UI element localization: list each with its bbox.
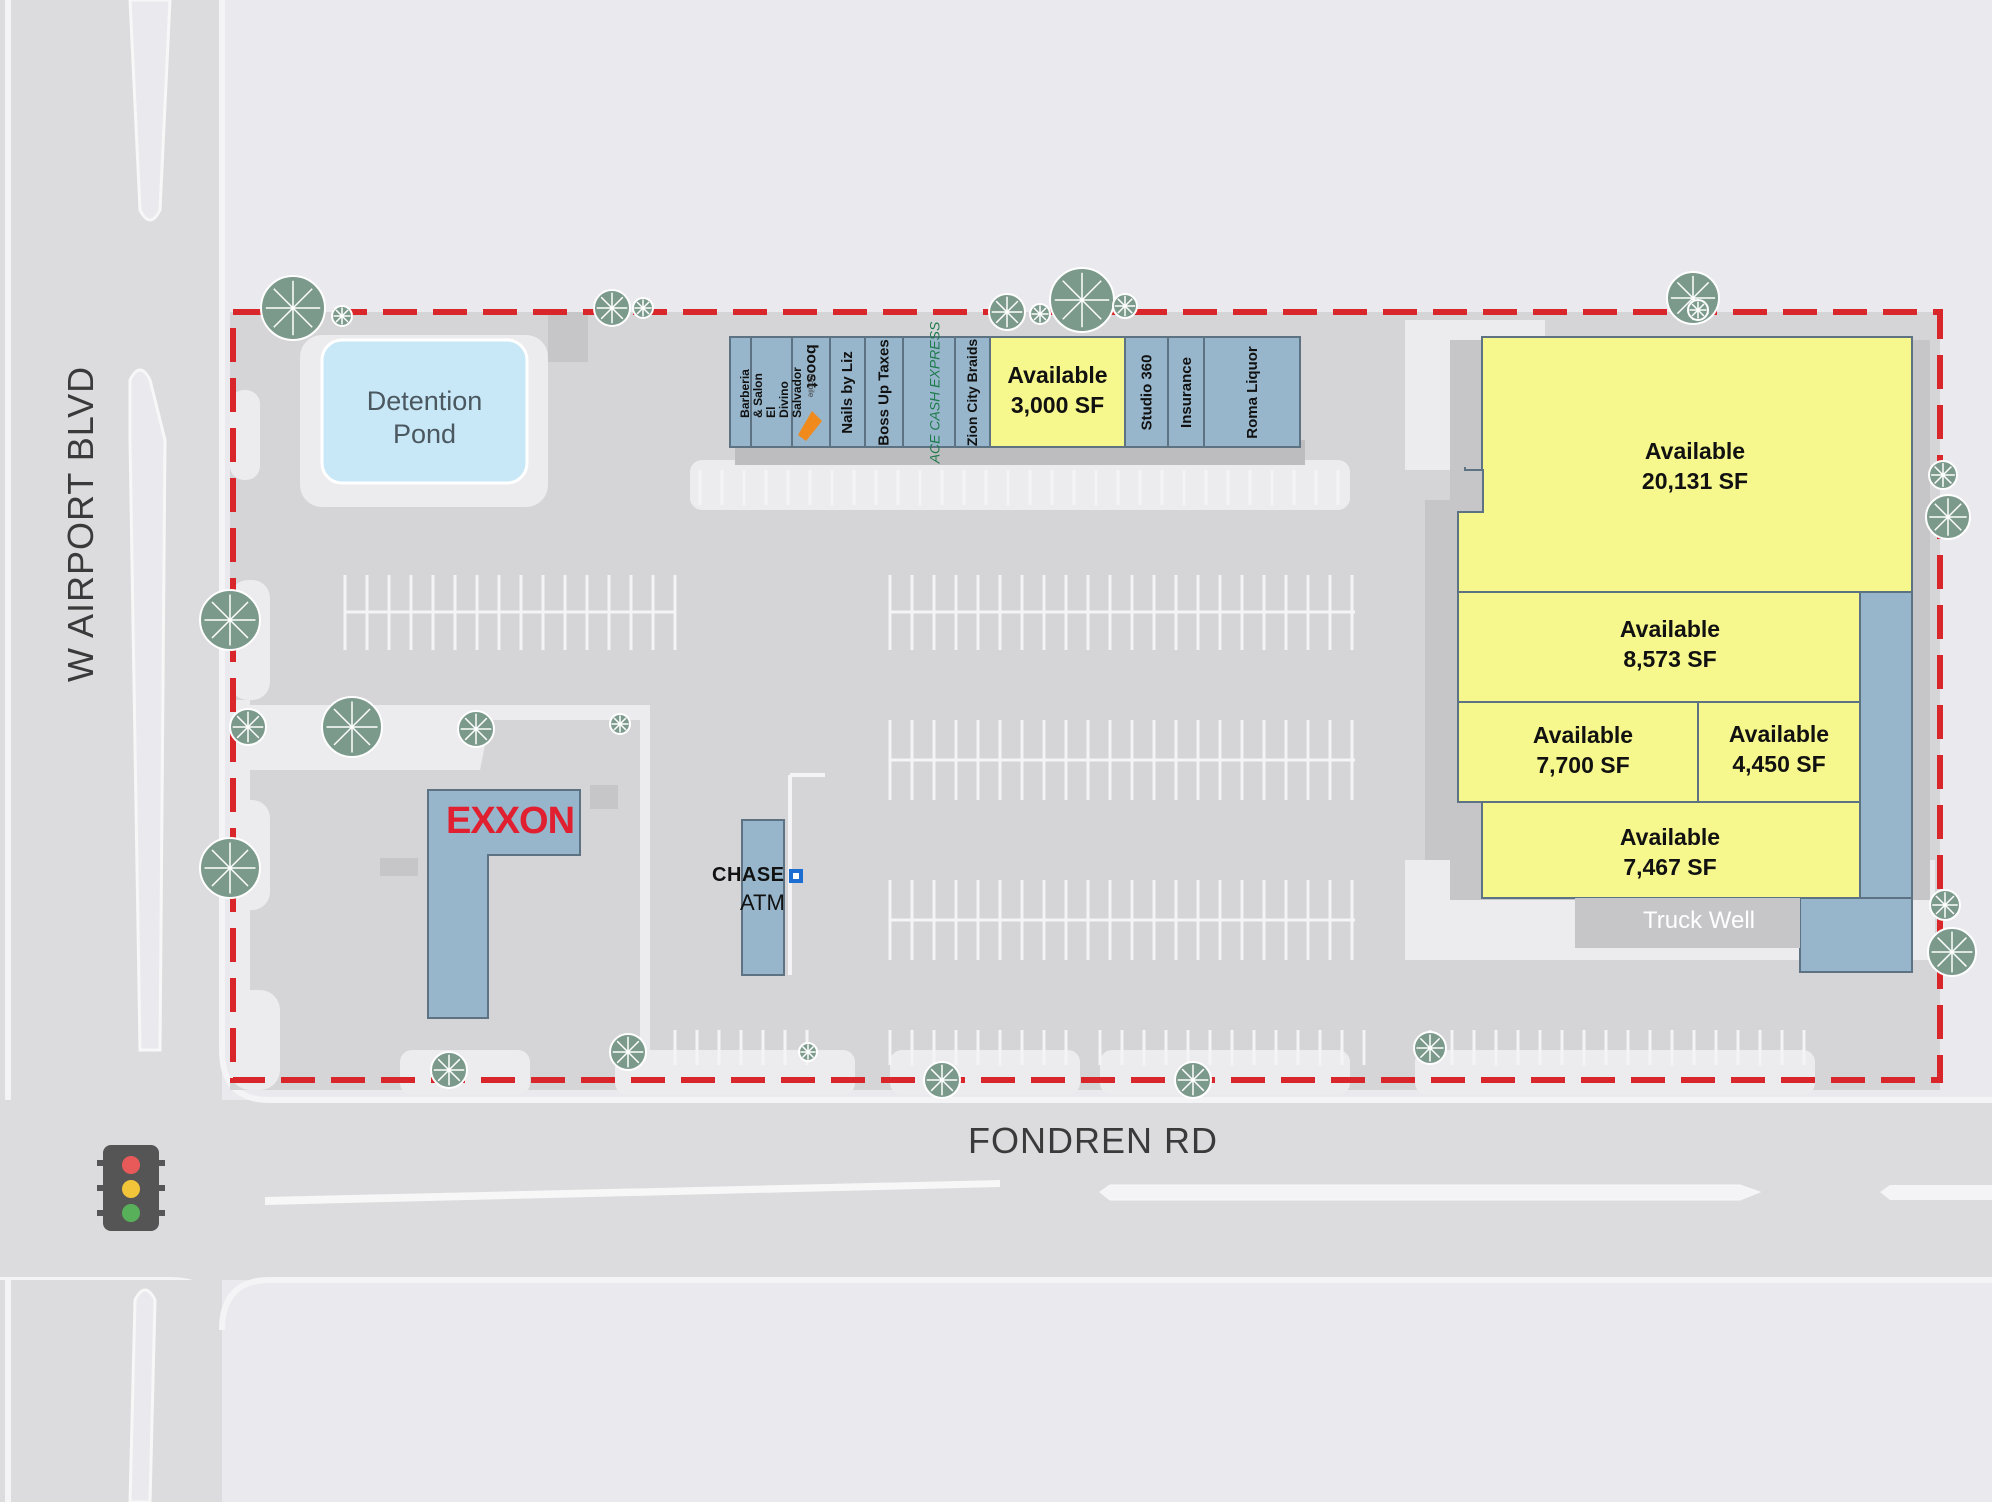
- space-status: Available: [1619, 824, 1721, 850]
- space-status: Available: [1007, 362, 1108, 388]
- tree-icon: [988, 293, 1026, 331]
- tree-icon: [457, 710, 495, 748]
- tenant-label: Boss Up Taxes: [875, 338, 893, 446]
- space-size: 8,573 SF: [1623, 646, 1717, 672]
- space-status: Available: [1619, 616, 1721, 642]
- tree-icon: [609, 713, 631, 735]
- tree-icon: [1929, 889, 1961, 921]
- tenant-label: Roma Liquor: [1243, 345, 1261, 439]
- tenant-nails-by-liz[interactable]: Nails by Liz: [830, 337, 865, 447]
- available-3000-sf[interactable]: [989, 336, 1126, 448]
- tree-icon: [593, 289, 631, 327]
- detention-pond: [320, 338, 529, 485]
- truck-well: [1575, 898, 1800, 948]
- atm-label: ATM: [740, 890, 785, 915]
- tree-icon: [1928, 460, 1958, 490]
- space-status: Available: [1728, 721, 1830, 747]
- chase-label: CHASE: [712, 864, 785, 886]
- road-label-airport: W AIRPORT BLVD: [60, 365, 101, 682]
- tree-icon: [798, 1042, 818, 1062]
- available-label-8573: Available 8,573 SF: [1530, 614, 1810, 674]
- tenant-barberia[interactable]: Barberia & Salon El Divino Salvador: [738, 337, 804, 447]
- tree-icon: [321, 696, 383, 758]
- tree-icon: [1927, 927, 1977, 977]
- truck-well-label: Truck Well: [1643, 907, 1756, 934]
- available-label-4450: Available 4,450 SF: [1698, 719, 1860, 779]
- space-status: Available: [1644, 438, 1746, 464]
- trees: [199, 267, 1977, 1099]
- available-label-20131: Available 20,131 SF: [1560, 436, 1830, 496]
- tree-icon: [923, 1061, 961, 1099]
- available-label-3000: Available 3,000 SF: [990, 360, 1125, 420]
- available-8573-sf[interactable]: [1457, 591, 1861, 703]
- tenant-roma-liquor[interactable]: Roma Liquor: [1204, 337, 1300, 447]
- fondren-median-2: [1099, 1184, 1762, 1201]
- tree-icon: [1687, 299, 1709, 321]
- tree-icon: [229, 708, 267, 746]
- available-label-7700: Available 7,700 SF: [1488, 720, 1678, 780]
- space-size: 20,131 SF: [1641, 468, 1749, 494]
- pond-label-line2: Pond: [392, 419, 457, 449]
- tree-icon: [1925, 494, 1971, 540]
- fondren-median-3: [1880, 1185, 1992, 1200]
- tenant-ace-cash-express[interactable]: ACE CASH EXPRESS: [915, 321, 955, 463]
- anchor-blue-foot: [1799, 897, 1913, 973]
- tree-icon: [1413, 1031, 1447, 1065]
- available-4450-sf[interactable]: [1697, 701, 1861, 803]
- chase-atm-building: [741, 819, 785, 976]
- median-south: [128, 1288, 157, 1502]
- tenant-zion-city-braids[interactable]: Zion City Braids: [955, 337, 990, 447]
- tree-icon: [199, 837, 261, 899]
- road-label-fondren: FONDREN RD: [968, 1120, 1218, 1161]
- tenant-insurance[interactable]: Insurance: [1168, 337, 1204, 447]
- median-north: [128, 0, 172, 222]
- tenant-label: Nails by Liz: [839, 350, 856, 434]
- space-size: 3,000 SF: [1010, 392, 1105, 418]
- available-label-7467: Available 7,467 SF: [1530, 822, 1810, 882]
- parking-stalls: [343, 470, 1806, 1065]
- traffic-light-icon: [97, 1145, 165, 1231]
- tenant-label: Insurance: [1177, 356, 1195, 428]
- space-size: 4,450 SF: [1732, 751, 1826, 777]
- tenant-label: ACE CASH EXPRESS: [926, 321, 943, 463]
- tenant-boost[interactable]: boost mobile: [792, 337, 830, 447]
- space-size: 7,700 SF: [1536, 752, 1630, 778]
- tree-icon: [609, 1033, 647, 1071]
- tree-icon: [430, 1051, 468, 1089]
- pond-label-line1: Detention: [366, 386, 483, 416]
- tree-icon: [1029, 303, 1051, 325]
- tenant-boss-up-taxes[interactable]: Boss Up Taxes: [865, 337, 903, 447]
- tenant-label: Studio 360: [1138, 354, 1156, 430]
- tree-icon: [260, 275, 326, 341]
- median-mid: [128, 368, 167, 1052]
- tree-icon: [199, 589, 261, 651]
- exxon-logo: EXXON: [446, 800, 575, 842]
- boost-logo-icon: [798, 411, 822, 441]
- space-status: Available: [1532, 722, 1634, 748]
- exxon-building: [427, 789, 581, 1019]
- space-size: 7,467 SF: [1623, 854, 1717, 880]
- tree-icon: [331, 305, 353, 327]
- tenant-label: Zion City Braids: [964, 338, 981, 446]
- tenant-studio-360[interactable]: Studio 360: [1125, 337, 1168, 447]
- tree-icon: [1174, 1061, 1212, 1099]
- boost-sub: mobile: [806, 373, 816, 398]
- available-7700-sf[interactable]: [1457, 701, 1699, 803]
- tree-icon: [1049, 267, 1115, 333]
- chase-logo: CHASE: [712, 864, 803, 887]
- tree-icon: [1112, 293, 1138, 319]
- tree-icon: [632, 297, 654, 319]
- available-20131-sf[interactable]: [1457, 336, 1913, 593]
- chase-logo-icon: [788, 868, 803, 883]
- fondren-median-1: [265, 1180, 1000, 1205]
- pond-label: Detention Pond: [322, 385, 527, 451]
